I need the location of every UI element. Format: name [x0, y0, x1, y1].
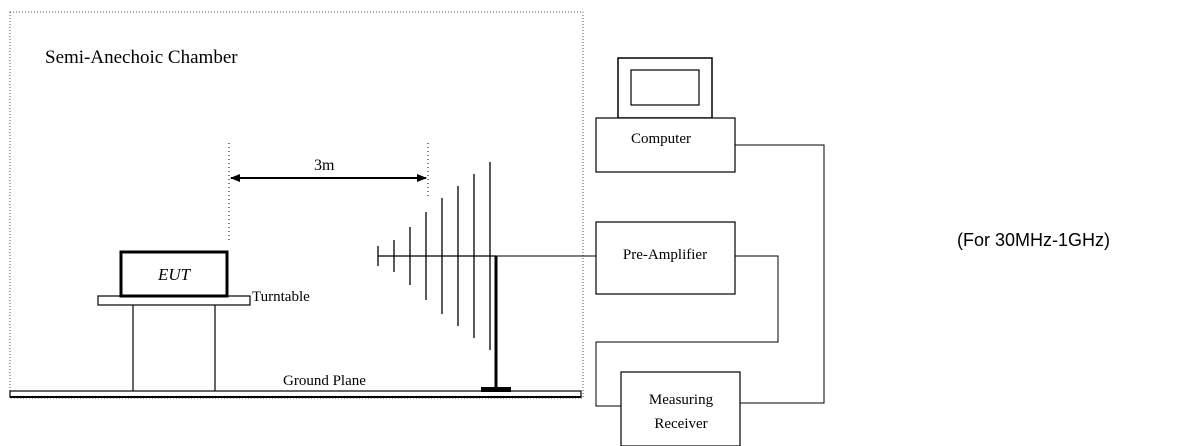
preamp-label: Pre-Amplifier	[623, 247, 707, 263]
distance-label: 3m	[314, 157, 335, 174]
frequency-note: (For 30MHz-1GHz)	[957, 230, 1110, 250]
computer-monitor-icon	[617, 57, 713, 119]
turntable	[97, 295, 251, 391]
turntable-label: Turntable	[252, 289, 310, 305]
computer: Computer	[595, 57, 736, 173]
ground-plane-label: Ground Plane	[283, 373, 366, 389]
eut-box: EUT	[119, 250, 229, 298]
computer-label: Computer	[631, 131, 691, 147]
cable-computer-receiver	[735, 144, 825, 404]
receiver-label-line1: Measuring	[649, 392, 714, 408]
receiver-label-line2: Receiver	[654, 416, 707, 432]
antenna-mast	[481, 256, 511, 392]
measuring-receiver: Measuring Receiver	[620, 371, 741, 446]
pre-amplifier: Pre-Amplifier	[595, 221, 736, 295]
log-periodic-antenna	[377, 162, 496, 350]
chamber-label: Semi-Anechoic Chamber	[45, 47, 238, 68]
ground-plane	[9, 390, 582, 398]
cable-preamp-receiver	[595, 255, 779, 407]
eut-label: EUT	[157, 265, 192, 284]
